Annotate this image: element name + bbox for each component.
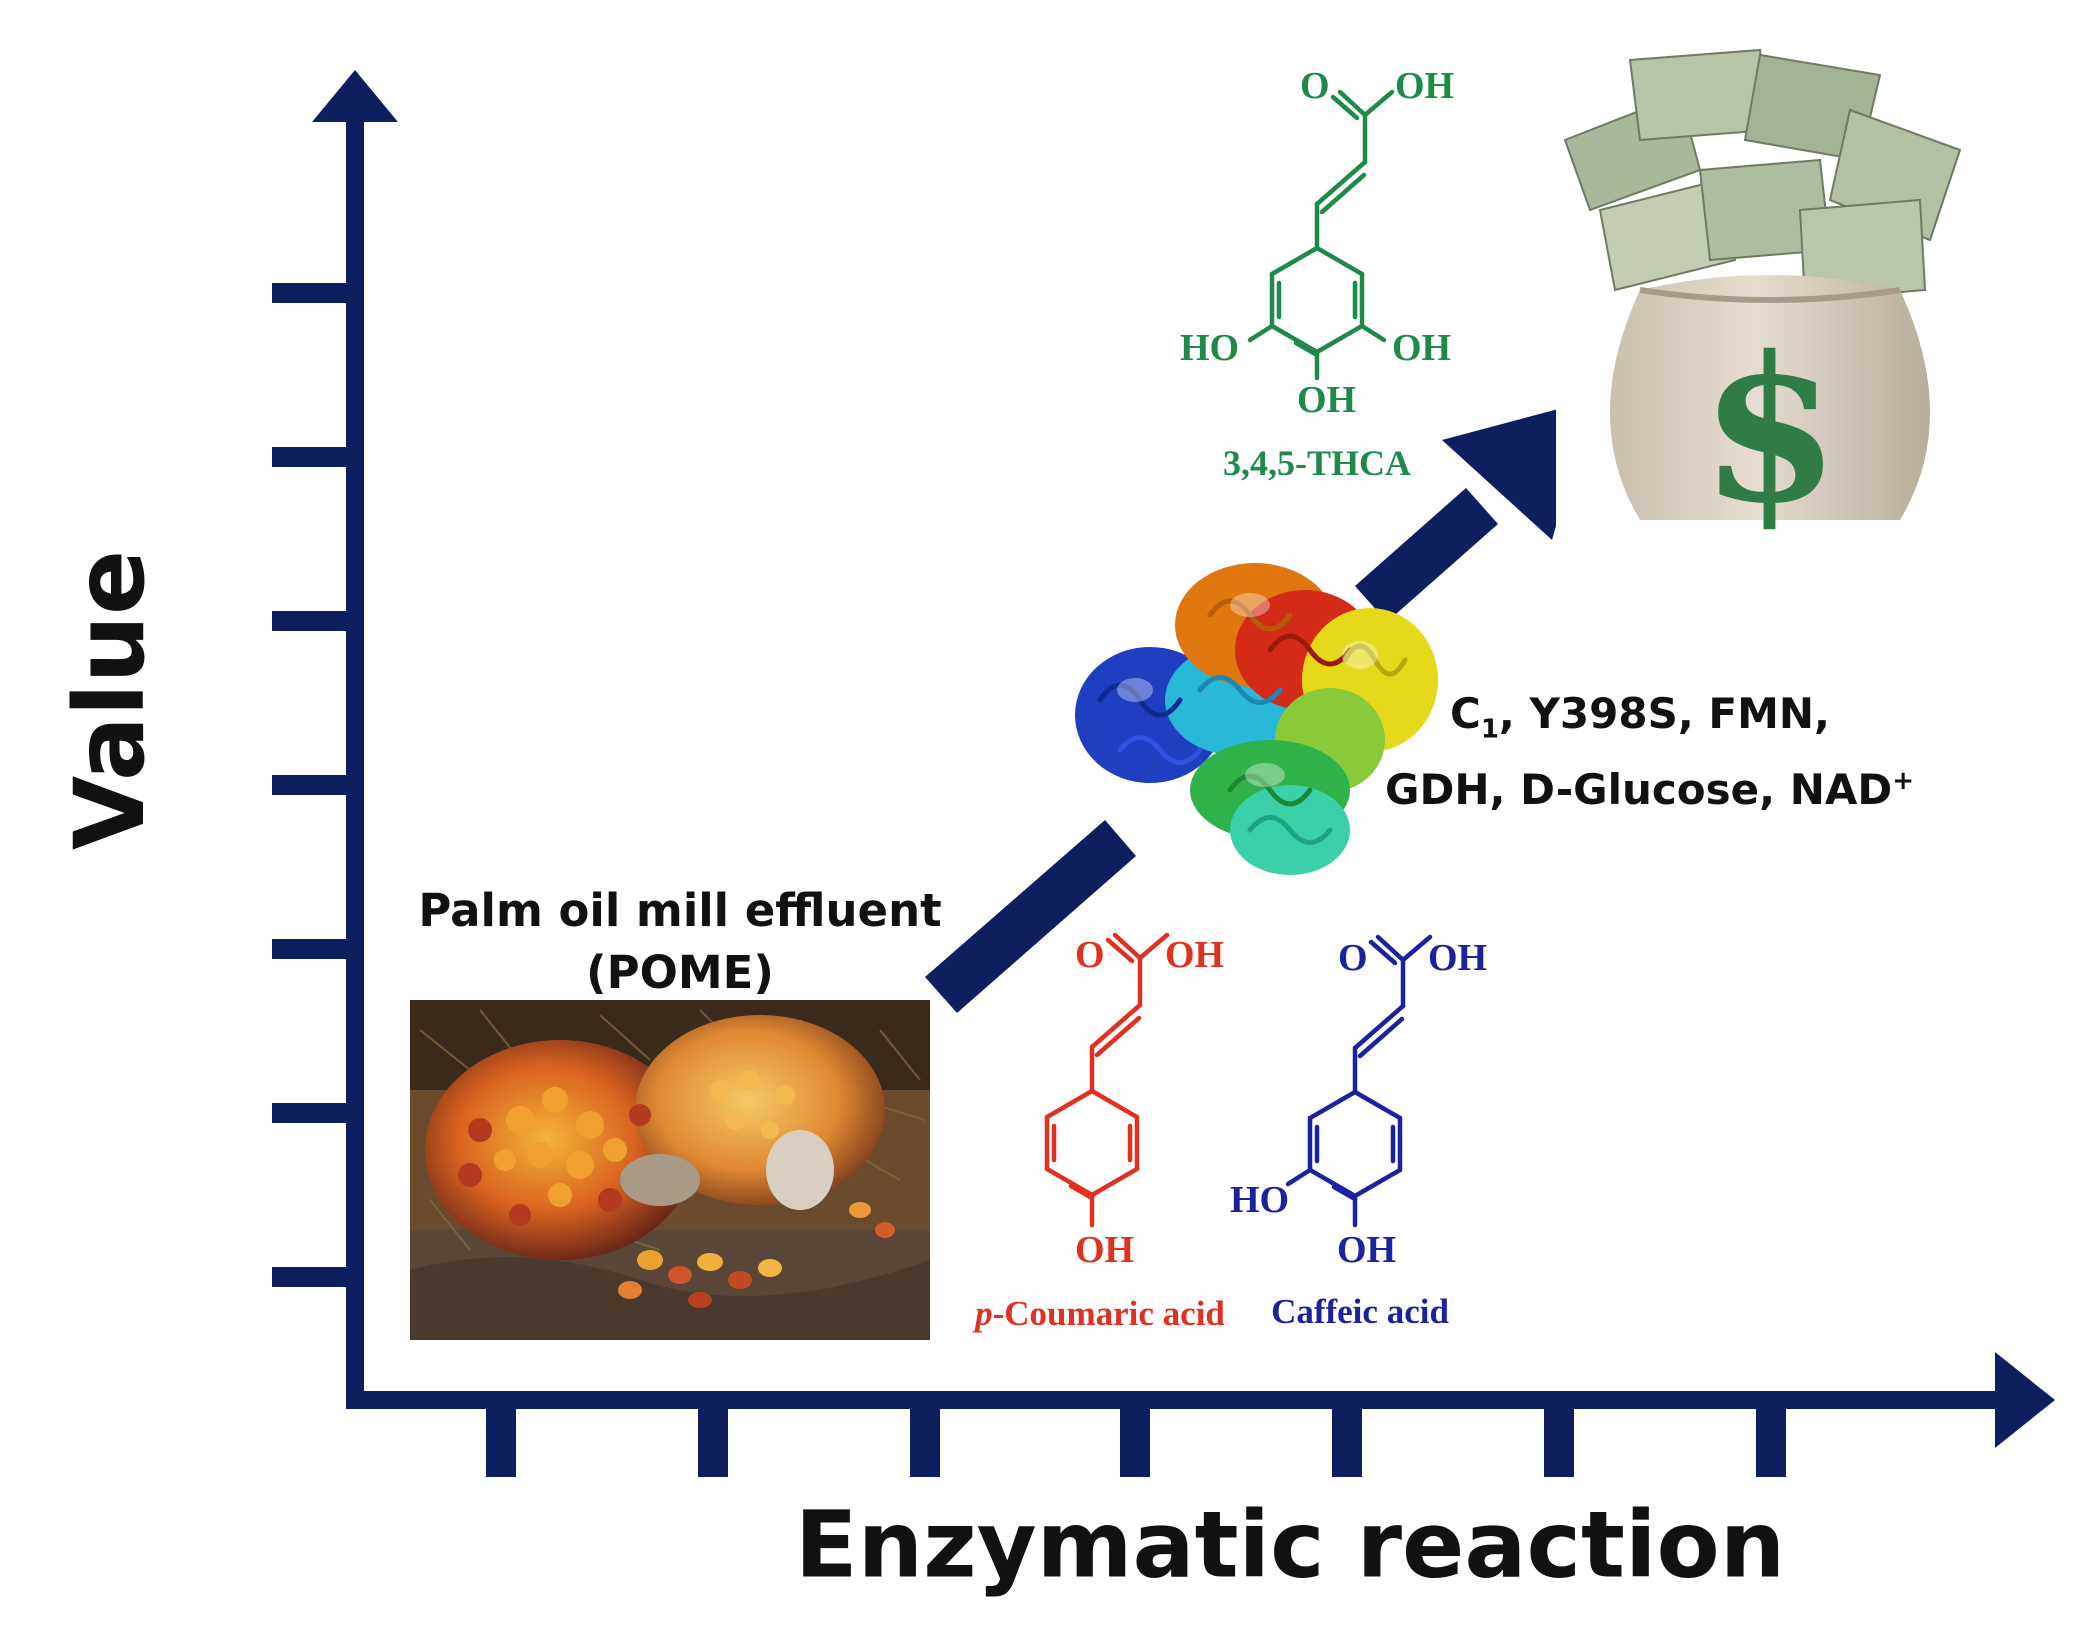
- x-axis-ticks: [486, 1391, 1786, 1477]
- dollar-sign-glyph: $: [1700, 313, 1839, 548]
- palm-fruit-photo: [410, 1000, 930, 1340]
- cond-line2-main: GDH, D-Glucose, NAD: [1385, 765, 1893, 814]
- coumaric-oh-bottom: OH: [1075, 1229, 1134, 1271]
- thca-oh-left: HO: [1180, 327, 1239, 369]
- y-tick: [272, 775, 364, 795]
- caffeic-oh-bottom: OH: [1337, 1229, 1396, 1271]
- progress-arrow: [925, 400, 1592, 1013]
- thca-oh-right: OH: [1392, 327, 1451, 369]
- y-axis-arrowhead: [312, 70, 398, 122]
- caffeic-oh-left: HO: [1230, 1179, 1289, 1221]
- y-axis-line: [346, 112, 364, 1408]
- y-axis-title: Value: [54, 549, 166, 851]
- caffeic-structure: [1285, 934, 1433, 1228]
- caffeic-carbonyl-o: O: [1338, 937, 1368, 979]
- thca-name: 3,4,5-THCA: [1223, 443, 1411, 483]
- arrow-shaft-lower: [925, 820, 1136, 1013]
- y-tick: [272, 611, 364, 631]
- axes-group: [272, 70, 2055, 1477]
- reaction-conditions-line1: C1, Y398S, FMN,: [1450, 689, 1830, 744]
- x-tick: [1120, 1391, 1150, 1477]
- x-axis-title: Enzymatic reaction: [794, 1491, 1786, 1599]
- money-bag-icon: $: [1556, 42, 1974, 548]
- pome-label: Palm oil mill effluent (POME): [418, 880, 941, 1004]
- x-tick: [1756, 1391, 1786, 1477]
- y-tick: [272, 283, 364, 303]
- enzyme-structure-icon: [1075, 563, 1438, 875]
- x-tick: [1544, 1391, 1574, 1477]
- thca-oh-bottom: OH: [1297, 379, 1356, 421]
- cond-line2-sup: +: [1892, 766, 1915, 796]
- thca-atom-labels: O OH HO OH OH: [1180, 65, 1454, 421]
- cond-line1-rest: , Y398S, FMN,: [1498, 689, 1830, 738]
- coumaric-structure: [1044, 932, 1170, 1228]
- x-tick: [486, 1391, 516, 1477]
- thca-oh-top: OH: [1395, 65, 1454, 107]
- thca-structure: [1247, 89, 1395, 381]
- coumaric-atom-labels: O OH OH: [1075, 934, 1224, 1271]
- cond-c-main: C: [1450, 689, 1481, 738]
- caffeic-atom-labels: O OH HO OH: [1230, 937, 1487, 1271]
- y-axis-ticks: [272, 283, 364, 1287]
- y-tick: [272, 447, 364, 467]
- y-tick: [272, 1267, 364, 1287]
- coumaric-name-prefix: p: [972, 1294, 993, 1333]
- arrow-head: [1442, 400, 1592, 540]
- x-axis-arrowhead: [1995, 1352, 2055, 1448]
- y-tick: [272, 939, 364, 959]
- coumaric-name: p-Coumaric acid: [972, 1294, 1225, 1333]
- arrow-shaft-upper: [1355, 488, 1498, 622]
- x-tick: [698, 1391, 728, 1477]
- reaction-conditions-line2: GDH, D-Glucose, NAD+: [1385, 765, 1914, 814]
- thca-carbonyl-o: O: [1300, 65, 1330, 107]
- pome-label-line2: (POME): [586, 946, 774, 999]
- coumaric-name-rest: -Coumaric acid: [993, 1294, 1226, 1333]
- x-tick: [1332, 1391, 1362, 1477]
- coumaric-carbonyl-o: O: [1075, 934, 1105, 976]
- pome-label-line1: Palm oil mill effluent: [418, 884, 942, 937]
- x-tick: [910, 1391, 940, 1477]
- coumaric-oh-top: OH: [1165, 934, 1224, 976]
- x-axis-line: [346, 1391, 2010, 1409]
- y-tick: [272, 1103, 364, 1123]
- caffeic-oh-top: OH: [1428, 937, 1487, 979]
- caffeic-name: Caffeic acid: [1271, 1292, 1449, 1331]
- cond-c-sub: 1: [1480, 714, 1499, 745]
